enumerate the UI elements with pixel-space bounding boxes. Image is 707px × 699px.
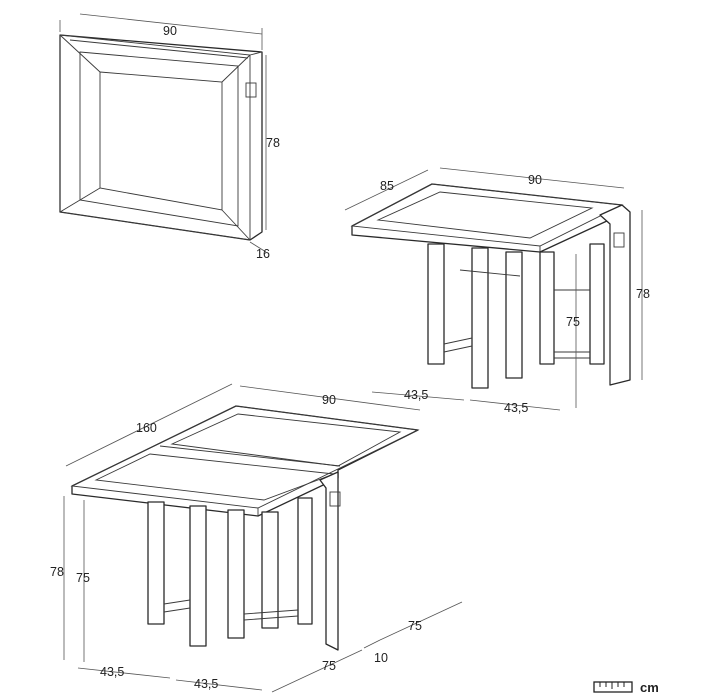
hinge-icon — [245, 82, 257, 98]
half-depth-label: 85 — [380, 179, 394, 193]
open-leg-right-label: 43,5 — [194, 677, 218, 691]
folded-depth-label: 16 — [256, 247, 270, 261]
open-length-label: 160 — [136, 421, 157, 435]
unit-label: cm — [640, 680, 659, 695]
half-leg-right-label: 43,5 — [504, 401, 528, 415]
open-inner-height-label: 75 — [76, 571, 90, 585]
open-base-b-label: 10 — [374, 651, 388, 665]
open-hinge-icon — [329, 491, 341, 507]
open-base-c-label: 75 — [408, 619, 422, 633]
open-base-a-label: 75 — [322, 659, 336, 673]
folded-table: 90 78 16 — [59, 13, 280, 261]
half-hinge-icon — [613, 232, 625, 248]
unit-legend: cm — [593, 680, 659, 695]
half-leg-left-label: 43,5 — [404, 388, 428, 402]
half-height-label: 78 — [636, 287, 650, 301]
half-open-table: 85 90 78 75 43,5 43,5 — [344, 167, 650, 415]
open-height-label: 78 — [50, 565, 64, 579]
open-width-label: 90 — [322, 393, 336, 407]
folded-width-label: 90 — [163, 24, 177, 38]
open-table: 160 90 78 75 43,5 43,5 75 10 75 — [50, 383, 463, 693]
half-seat-height-label: 75 — [566, 315, 580, 329]
open-leg-left-label: 43,5 — [100, 665, 124, 679]
ruler-icon — [593, 681, 633, 693]
folded-height-label: 78 — [266, 136, 280, 150]
half-width-label: 90 — [528, 173, 542, 187]
